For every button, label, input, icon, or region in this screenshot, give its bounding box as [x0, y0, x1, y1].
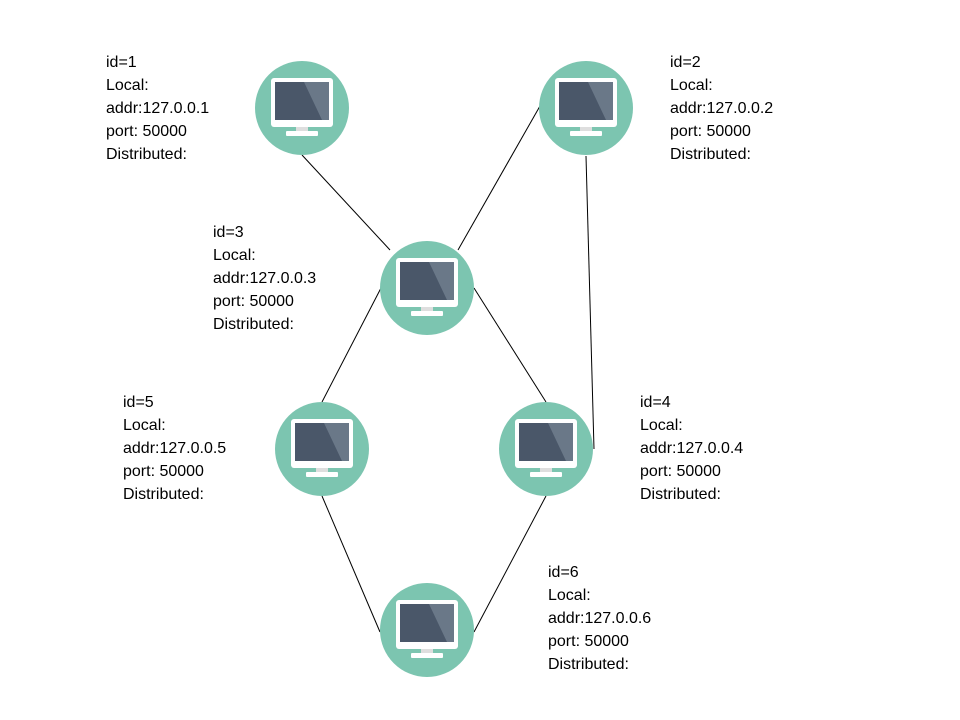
node-label-line: addr:127.0.0.4 — [640, 440, 744, 457]
edge-3-5 — [321, 287, 382, 403]
node-1[interactable] — [255, 61, 349, 155]
node-label-line: id=5 — [123, 394, 154, 411]
node-label-line: Local: — [640, 417, 683, 434]
node-label-line: id=3 — [213, 224, 244, 241]
edge-4-6 — [473, 495, 547, 633]
node-label-line: id=1 — [106, 54, 137, 71]
node-label-line: addr:127.0.0.3 — [213, 270, 317, 287]
node-label-line: Distributed: — [213, 316, 294, 333]
node-label-line: Local: — [670, 77, 713, 94]
desktop-computer-icon — [396, 258, 458, 316]
desktop-computer-icon — [555, 78, 617, 136]
node-label-line: port: 50000 — [213, 293, 294, 310]
node-label-line: Local: — [213, 247, 256, 264]
edges — [301, 105, 595, 633]
desktop-computer-icon — [515, 419, 577, 477]
node-label-line: Distributed: — [548, 656, 629, 673]
node-label-line: Distributed: — [123, 486, 204, 503]
node-6[interactable] — [380, 583, 474, 677]
node-label-line: Local: — [106, 77, 149, 94]
node-label-line: Distributed: — [640, 486, 721, 503]
node-label-line: port: 50000 — [640, 463, 721, 480]
edge-2-4 — [585, 155, 595, 450]
node-label-line: Local: — [548, 587, 591, 604]
node-label-line: id=2 — [670, 54, 701, 71]
node-label-line: port: 50000 — [123, 463, 204, 480]
desktop-computer-icon — [291, 419, 353, 477]
node-label-line: id=4 — [640, 394, 671, 411]
node-label-line: addr:127.0.0.5 — [123, 440, 227, 457]
node-label-line: Distributed: — [670, 146, 751, 163]
node-2[interactable] — [539, 61, 633, 155]
node-label-line: port: 50000 — [548, 633, 629, 650]
desktop-computer-icon — [396, 600, 458, 658]
node-label-line: port: 50000 — [106, 123, 187, 140]
edge-1-3 — [301, 154, 391, 251]
node-3[interactable] — [380, 241, 474, 335]
desktop-computer-icon — [271, 78, 333, 136]
node-label-line: port: 50000 — [670, 123, 751, 140]
node-label-line: addr:127.0.0.6 — [548, 610, 652, 627]
node-label-line: addr:127.0.0.1 — [106, 100, 210, 117]
edge-5-6 — [321, 495, 381, 633]
node-5[interactable] — [275, 402, 369, 496]
nodes — [255, 61, 633, 677]
edge-3-4 — [473, 287, 547, 403]
node-label-line: Local: — [123, 417, 166, 434]
node-label-line: id=6 — [548, 564, 579, 581]
node-4[interactable] — [499, 402, 593, 496]
node-label-line: Distributed: — [106, 146, 187, 163]
node-label-line: addr:127.0.0.2 — [670, 100, 774, 117]
edge-2-3 — [457, 105, 541, 251]
